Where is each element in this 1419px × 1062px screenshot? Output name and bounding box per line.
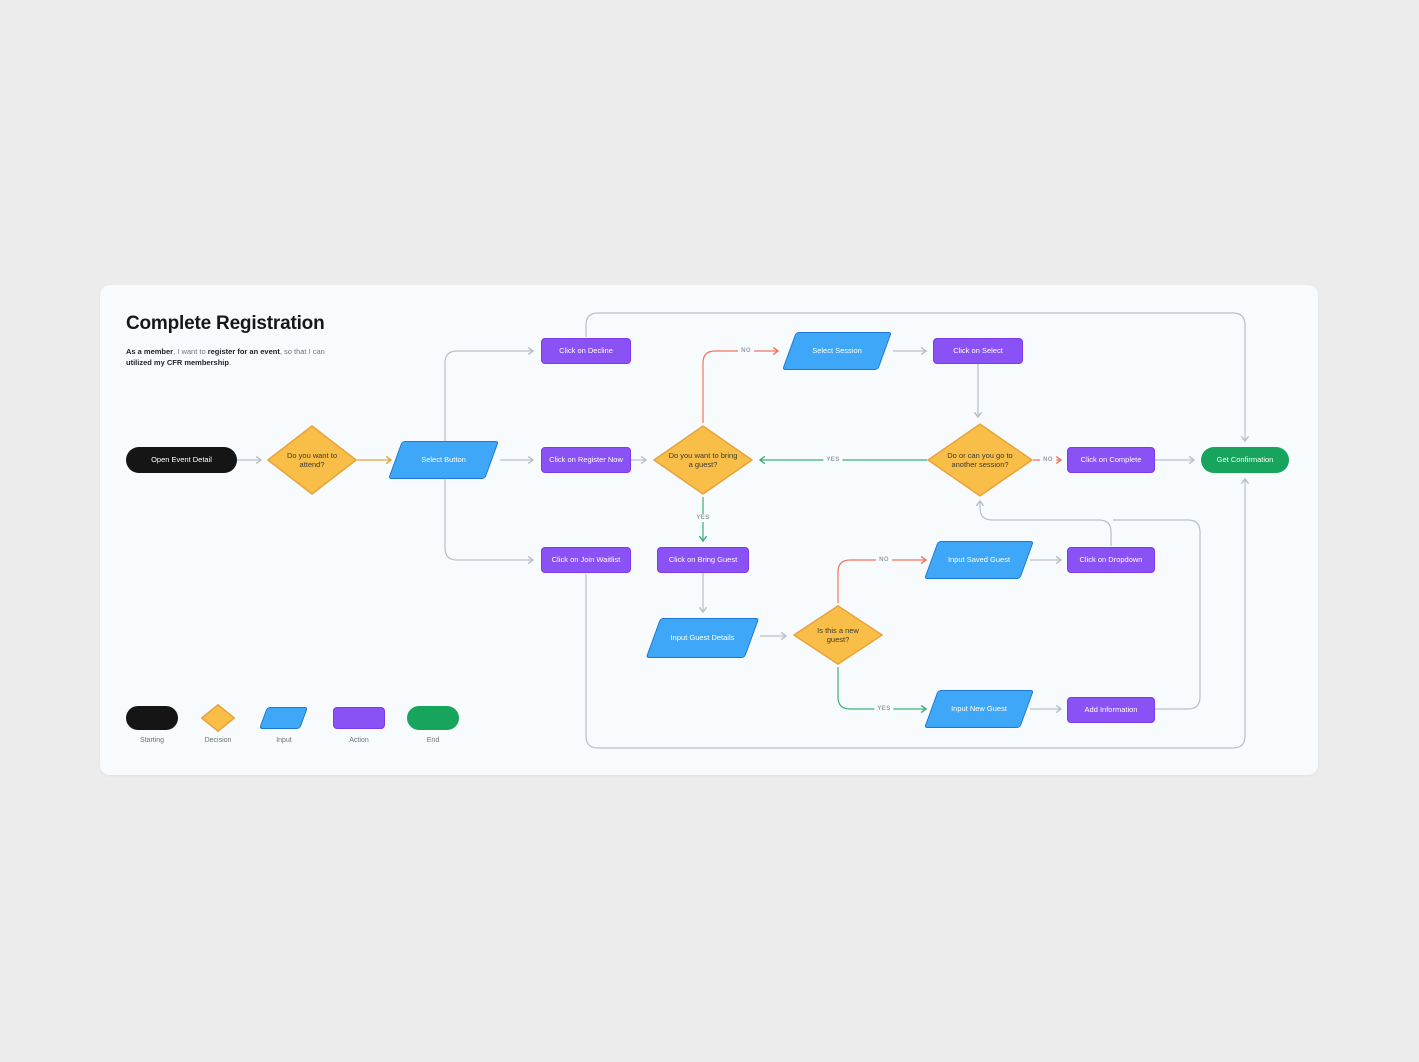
edge-bring-guest-no-to-session bbox=[702, 346, 780, 423]
node-input-saved-guest[interactable]: Input Saved Guest bbox=[923, 541, 1035, 579]
edge-new-guest-yes-to-new bbox=[837, 667, 928, 714]
user-story: As a member, I want to register for an e… bbox=[126, 347, 356, 368]
node-select-session[interactable]: Select Session bbox=[781, 332, 893, 370]
edge-add-info-loop bbox=[1113, 519, 1201, 710]
node-label: Click on Register Now bbox=[549, 455, 623, 465]
node-label: Input Saved Guest bbox=[947, 555, 1011, 565]
edge-decline-to-confirmation bbox=[585, 312, 1250, 443]
edge-label-yes: YES bbox=[823, 456, 843, 464]
node-select-button[interactable]: Select Button bbox=[387, 441, 500, 479]
node-is-this-a-new-guest[interactable]: Is this a new guest? bbox=[793, 605, 883, 665]
node-label: Click on Bring Guest bbox=[668, 555, 738, 565]
diamond-shape bbox=[927, 423, 1033, 497]
node-label: Do or can you go to another session? bbox=[947, 450, 1013, 470]
node-label: Select Button bbox=[421, 455, 466, 465]
node-add-information[interactable]: Add Information bbox=[1067, 697, 1155, 723]
legend-input-shape bbox=[257, 707, 310, 729]
legend-end-shape bbox=[407, 706, 459, 730]
node-click-on-join-waitlist[interactable]: Click on Join Waitlist bbox=[541, 547, 631, 573]
node-label: Input New Guest bbox=[951, 704, 1007, 714]
node-label: Get Confirmation bbox=[1216, 455, 1274, 465]
edge-dropdown-loop-to-another bbox=[975, 499, 1112, 546]
node-click-on-dropdown[interactable]: Click on Dropdown bbox=[1067, 547, 1155, 573]
edge-waitlist-to-confirmation bbox=[585, 477, 1250, 749]
node-label: Add Information bbox=[1084, 705, 1138, 715]
node-label: Is this a new guest? bbox=[817, 625, 859, 645]
node-do-you-want-to-attend[interactable]: Do you want to attend? bbox=[267, 425, 357, 495]
node-label: Do you want to bring a guest? bbox=[668, 450, 738, 470]
edge-label-no: NO bbox=[738, 347, 754, 355]
node-label: Click on Complete bbox=[1080, 455, 1142, 465]
legend-decision-shape bbox=[201, 704, 235, 732]
node-do-you-want-to-bring-a-guest[interactable]: Do you want to bring a guest? bbox=[653, 425, 753, 495]
node-open-event-detail[interactable]: Open Event Detail bbox=[126, 447, 237, 473]
edge-label-yes: YES bbox=[693, 514, 713, 522]
diamond-shape bbox=[653, 425, 753, 495]
node-label: Input Guest Details bbox=[670, 633, 735, 643]
edge-label-yes: YES bbox=[874, 705, 894, 713]
edge-label-no: NO bbox=[876, 556, 892, 564]
node-label: Select Session bbox=[812, 346, 862, 356]
node-get-confirmation[interactable]: Get Confirmation bbox=[1201, 447, 1289, 473]
user-story-line2: utilized my CFR membership. bbox=[126, 357, 232, 367]
node-label: Click on Decline bbox=[559, 346, 613, 356]
node-label: Click on Join Waitlist bbox=[551, 555, 621, 565]
node-click-on-register-now[interactable]: Click on Register Now bbox=[541, 447, 631, 473]
node-input-guest-details[interactable]: Input Guest Details bbox=[645, 618, 760, 658]
edge-select-to-decline bbox=[444, 346, 535, 452]
user-story-line1: As a member, I want to register for an e… bbox=[126, 347, 325, 356]
edge-select-to-waitlist bbox=[444, 468, 535, 565]
node-label: Click on Select bbox=[953, 346, 1003, 356]
node-click-on-bring-guest[interactable]: Click on Bring Guest bbox=[657, 547, 749, 573]
node-label: Open Event Detail bbox=[151, 455, 212, 465]
node-click-on-complete[interactable]: Click on Complete bbox=[1067, 447, 1155, 473]
node-go-to-another-session[interactable]: Do or can you go to another session? bbox=[927, 423, 1033, 497]
edge-new-guest-no-to-saved bbox=[837, 555, 928, 603]
canvas-card bbox=[100, 285, 1318, 775]
legend-action-shape bbox=[333, 707, 385, 729]
page-title: Complete Registration bbox=[126, 313, 325, 334]
legend-label-decision: Decision bbox=[204, 737, 232, 744]
node-click-on-select[interactable]: Click on Select bbox=[933, 338, 1023, 364]
node-label: Click on Dropdown bbox=[1079, 555, 1143, 565]
diamond-shape bbox=[793, 605, 883, 665]
legend-label-input: Input bbox=[276, 737, 292, 744]
legend-label-starting: Starting bbox=[139, 737, 165, 744]
edge-label-no: NO bbox=[1040, 456, 1056, 464]
node-input-new-guest[interactable]: Input New Guest bbox=[923, 690, 1035, 728]
node-label: Do you want to attend? bbox=[286, 450, 338, 470]
legend-starting-shape bbox=[126, 706, 178, 730]
legend-label-end: End bbox=[426, 737, 440, 744]
legend-label-action: Action bbox=[349, 737, 369, 744]
diamond-shape bbox=[267, 425, 357, 495]
node-click-on-decline[interactable]: Click on Decline bbox=[541, 338, 631, 364]
